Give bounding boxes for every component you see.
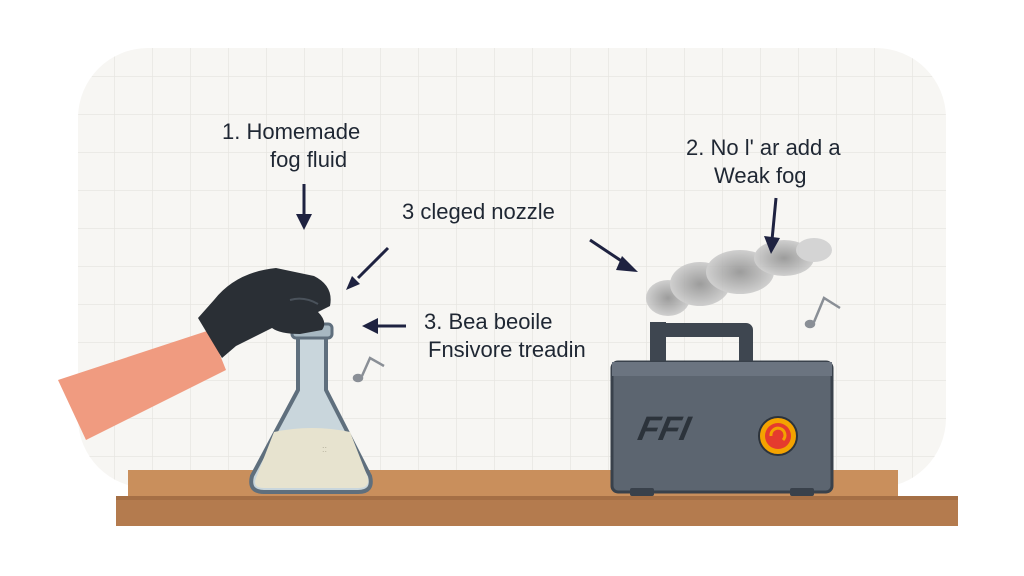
fog-machine: FFI: [610, 322, 834, 496]
label-line: 3. Bea beoile: [424, 309, 553, 334]
arrow-fog-fluid: [296, 184, 312, 230]
label-line: Weak fog: [714, 163, 807, 188]
fog-smoke: [646, 238, 832, 316]
label-cleged-nozzle: 3 cleged nozzle: [402, 199, 555, 224]
label-line: fog fluid: [270, 147, 348, 172]
label-bea-beoile: 3. Bea beoile Fnsivore treadin: [424, 308, 586, 364]
gloved-hand: [58, 268, 331, 440]
arrows: [296, 184, 780, 334]
label-homemade-fog-fluid: 1. Homemade fog fluid: [222, 118, 360, 174]
label-line: 2. No l' ar add a: [686, 135, 841, 160]
machine-brand-text: FFI: [635, 410, 695, 448]
arrow-nozzle: [346, 246, 390, 290]
label-line: 1. Homemade: [222, 119, 361, 144]
music-note-icon: [804, 296, 841, 329]
arrow-weak-fog: [764, 197, 780, 254]
fog-fluid: [255, 428, 369, 488]
svg-text:::: ::: [322, 444, 327, 454]
label-line: Fnsivore treadin: [428, 337, 586, 362]
music-note-icon: [352, 356, 385, 383]
arrow-beoile: [362, 318, 406, 334]
arrow-machine-nozzle: [589, 238, 638, 272]
label-weak-fog: 2. No l' ar add a Weak fog: [686, 134, 841, 190]
